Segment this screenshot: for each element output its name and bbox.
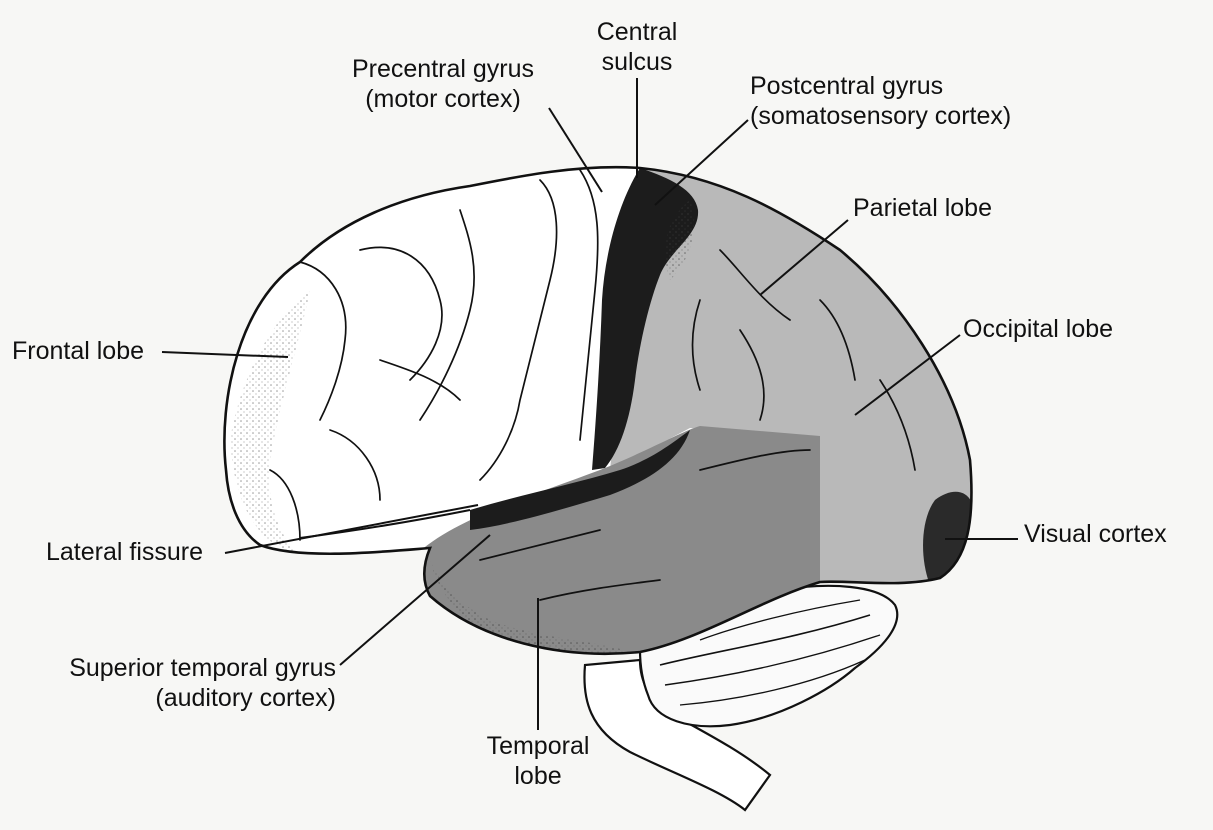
temporal-lobe-region	[410, 426, 820, 654]
label-temporal-lobe: Temporal lobe	[486, 732, 590, 790]
label-postcentral-gyrus: Postcentral gyrus (somatosensory cortex)	[750, 72, 1012, 130]
label-visual-cortex: Visual cortex	[1024, 520, 1167, 548]
label-frontal-lobe: Frontal lobe	[12, 337, 145, 365]
label-superior-temporal-gyrus: Superior temporal gyrus (auditory cortex…	[69, 654, 336, 712]
label-lateral-fissure: Lateral fissure	[46, 538, 204, 566]
label-parietal-lobe: Parietal lobe	[853, 194, 992, 222]
sulci-lines	[269, 169, 916, 601]
leader-lines	[161, 78, 1018, 730]
label-occipital-lobe: Occipital lobe	[963, 315, 1114, 343]
brain-outline	[223, 165, 973, 655]
label-central-sulcus: Central sulcus	[596, 18, 678, 76]
label-precentral-gyrus: Precentral gyrus (motor cortex)	[351, 55, 535, 113]
lateral-fissure-region	[470, 430, 690, 530]
